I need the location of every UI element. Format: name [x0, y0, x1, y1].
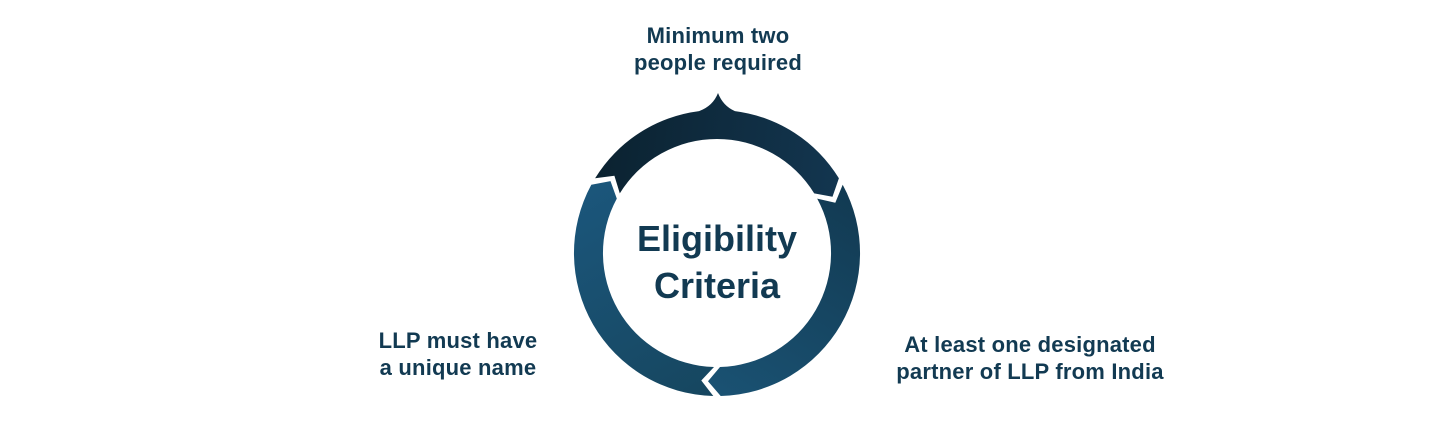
- node-label-right-line1: At least one designated: [904, 332, 1156, 357]
- node-label-left-line2: a unique name: [379, 355, 537, 380]
- diagram-center-title: Eligibility Criteria: [567, 215, 867, 309]
- ring-segment-top: [595, 93, 839, 197]
- center-title-line1: Eligibility: [636, 218, 797, 259]
- node-label-top-line1: Minimum two: [646, 23, 790, 48]
- node-label-left-line1: LLP must have: [378, 328, 538, 353]
- center-title-line2: Criteria: [653, 265, 781, 306]
- node-label-top-line2: people required: [633, 50, 803, 75]
- ring-segment-left: [573, 181, 714, 396]
- ring-segment-right: [708, 184, 861, 396]
- node-label-left: LLP must have a unique name: [308, 327, 608, 381]
- node-label-top: Minimum two people required: [568, 22, 868, 76]
- node-label-right: At least one designated partner of LLP f…: [880, 331, 1180, 385]
- node-label-right-line2: partner of LLP from India: [896, 359, 1164, 384]
